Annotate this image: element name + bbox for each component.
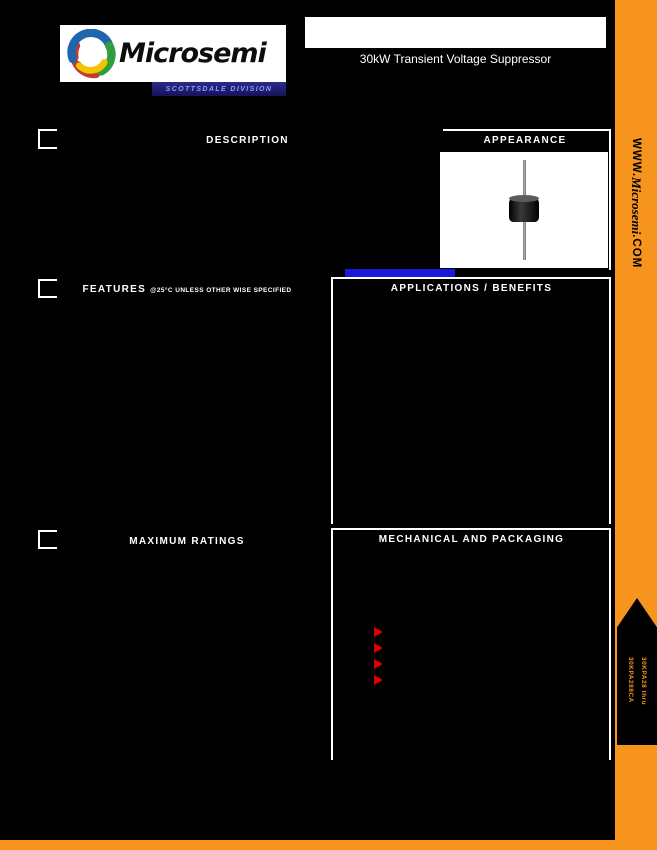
url-brand: Microsemi: [629, 177, 644, 235]
section-title-max-ratings: MAXIMUM RATINGS: [129, 536, 245, 547]
logo-box: Microsemi: [60, 25, 286, 82]
section-title-features: FEATURES @25°C UNLESS OTHER WISE SPECIFI…: [42, 284, 332, 295]
section-title-appearance: APPEARANCE: [483, 135, 567, 146]
appearance-right-rule: [609, 129, 611, 270]
description-bracket-side: [38, 129, 40, 149]
arrow-bullet-icon: [374, 627, 383, 637]
arrow-bullet-icon: [374, 659, 383, 669]
url-prefix: WWW.: [630, 138, 642, 178]
features-note: @25°C UNLESS OTHER WISE SPECIFIED: [150, 287, 292, 294]
applications-left-rule: [331, 277, 333, 524]
division-label: SCOTTSDALE DIVISION: [165, 85, 273, 93]
appearance-top-rule: [443, 129, 611, 131]
url-suffix: .COM: [630, 234, 642, 269]
part-number-tab-text: 30KPA28 thru 30KPA288CA: [624, 637, 650, 705]
division-bar: SCOTTSDALE DIVISION: [152, 82, 286, 96]
arrow-bullet-icon: [374, 675, 383, 685]
section-title-description: DESCRIPTION: [206, 135, 289, 146]
features-title-text: FEATURES: [82, 284, 147, 295]
features-bracket-side: [38, 279, 40, 298]
part-number-box: [305, 17, 606, 48]
applications-top-rule: [332, 277, 611, 279]
section-title-mechanical: MECHANICAL AND PACKAGING: [378, 534, 565, 545]
ratings-bracket-bottom: [38, 547, 57, 549]
tab-line-1: 30KPA28 thru: [640, 657, 647, 706]
features-bracket-top: [38, 279, 57, 281]
ratings-bracket-side: [38, 530, 40, 549]
page-subtitle: 30kW Transient Voltage Suppressor: [359, 52, 552, 66]
side-band: WWW.Microsemi.COM 30KPA28 thru 30KPA288C…: [615, 0, 657, 850]
applications-right-rule: [609, 277, 611, 524]
description-bracket-top: [38, 129, 57, 131]
mechanical-right-rule: [609, 528, 611, 760]
features-bracket-bottom: [38, 296, 57, 298]
mechanical-left-rule: [331, 528, 333, 760]
blue-highlight-bar: [345, 269, 455, 277]
mechanical-top-rule: [332, 528, 611, 530]
tab-line-2: 30KPA288CA: [627, 657, 634, 704]
part-number-tab: 30KPA28 thru 30KPA288CA: [617, 598, 657, 745]
microsemi-globe-icon: [67, 28, 116, 78]
website-vertical-text: WWW.Microsemi.COM: [628, 138, 644, 268]
appearance-photo: [440, 152, 608, 268]
arrow-bullet-icon: [374, 643, 383, 653]
section-title-applications: APPLICATIONS / BENEFITS: [390, 283, 553, 294]
logo-wordmark: Microsemi: [119, 38, 267, 69]
ratings-bracket-top: [38, 530, 57, 532]
description-bracket-bottom: [38, 147, 57, 149]
diode-body: [509, 195, 539, 222]
content-area: Microsemi SCOTTSDALE DIVISION 30kW Trans…: [0, 0, 615, 840]
